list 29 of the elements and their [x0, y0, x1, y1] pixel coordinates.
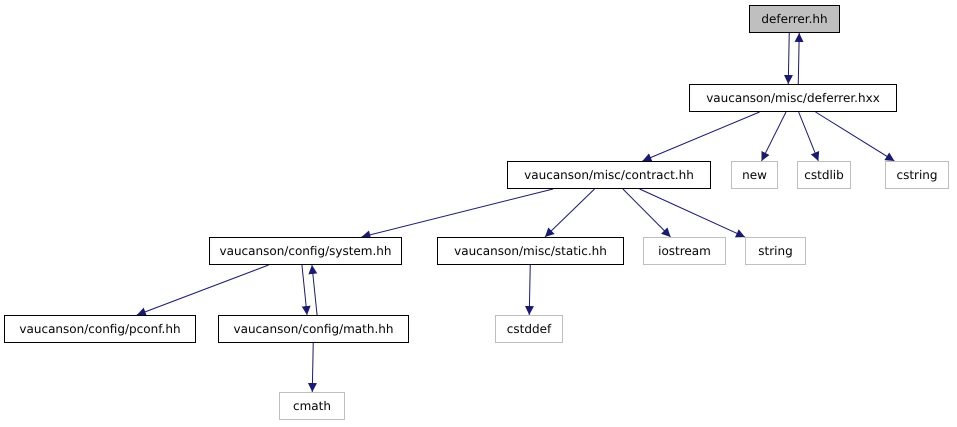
arrow: [308, 342, 317, 392]
file-box: vaucanson/misc/static.hh: [437, 237, 624, 265]
arrow: [301, 264, 311, 316]
arrow: [815, 112, 895, 162]
file-box: iostream: [643, 237, 726, 265]
file-box: vaucanson/config/system.hh: [209, 237, 402, 265]
arrow: [784, 32, 793, 84]
arrow: [524, 264, 534, 316]
arrow: [639, 188, 746, 238]
file-box: new: [731, 161, 778, 189]
file-box: cmath: [279, 392, 345, 420]
arrow: [798, 112, 820, 162]
file-box: cstring: [885, 161, 949, 189]
arrow: [136, 264, 270, 316]
file-box: deferrer.hh: [749, 5, 840, 33]
file-box: vaucanson/misc/deferrer.hxx: [689, 84, 897, 112]
arrow: [622, 188, 672, 238]
file-box: vaucanson/config/pconf.hh: [4, 315, 196, 343]
file-box: cstdlib: [797, 161, 851, 189]
file-box: vaucanson/misc/contract.hh: [507, 161, 711, 189]
arrow: [308, 264, 318, 316]
arrow: [544, 188, 596, 238]
arrow: [360, 188, 554, 240]
arrow: [761, 112, 786, 162]
file-box: vaucanson/config/math.hh: [218, 315, 409, 343]
arrow: [794, 32, 804, 84]
file-box: cstddef: [495, 315, 563, 343]
file-box: string: [745, 237, 806, 265]
arrow: [642, 112, 760, 162]
